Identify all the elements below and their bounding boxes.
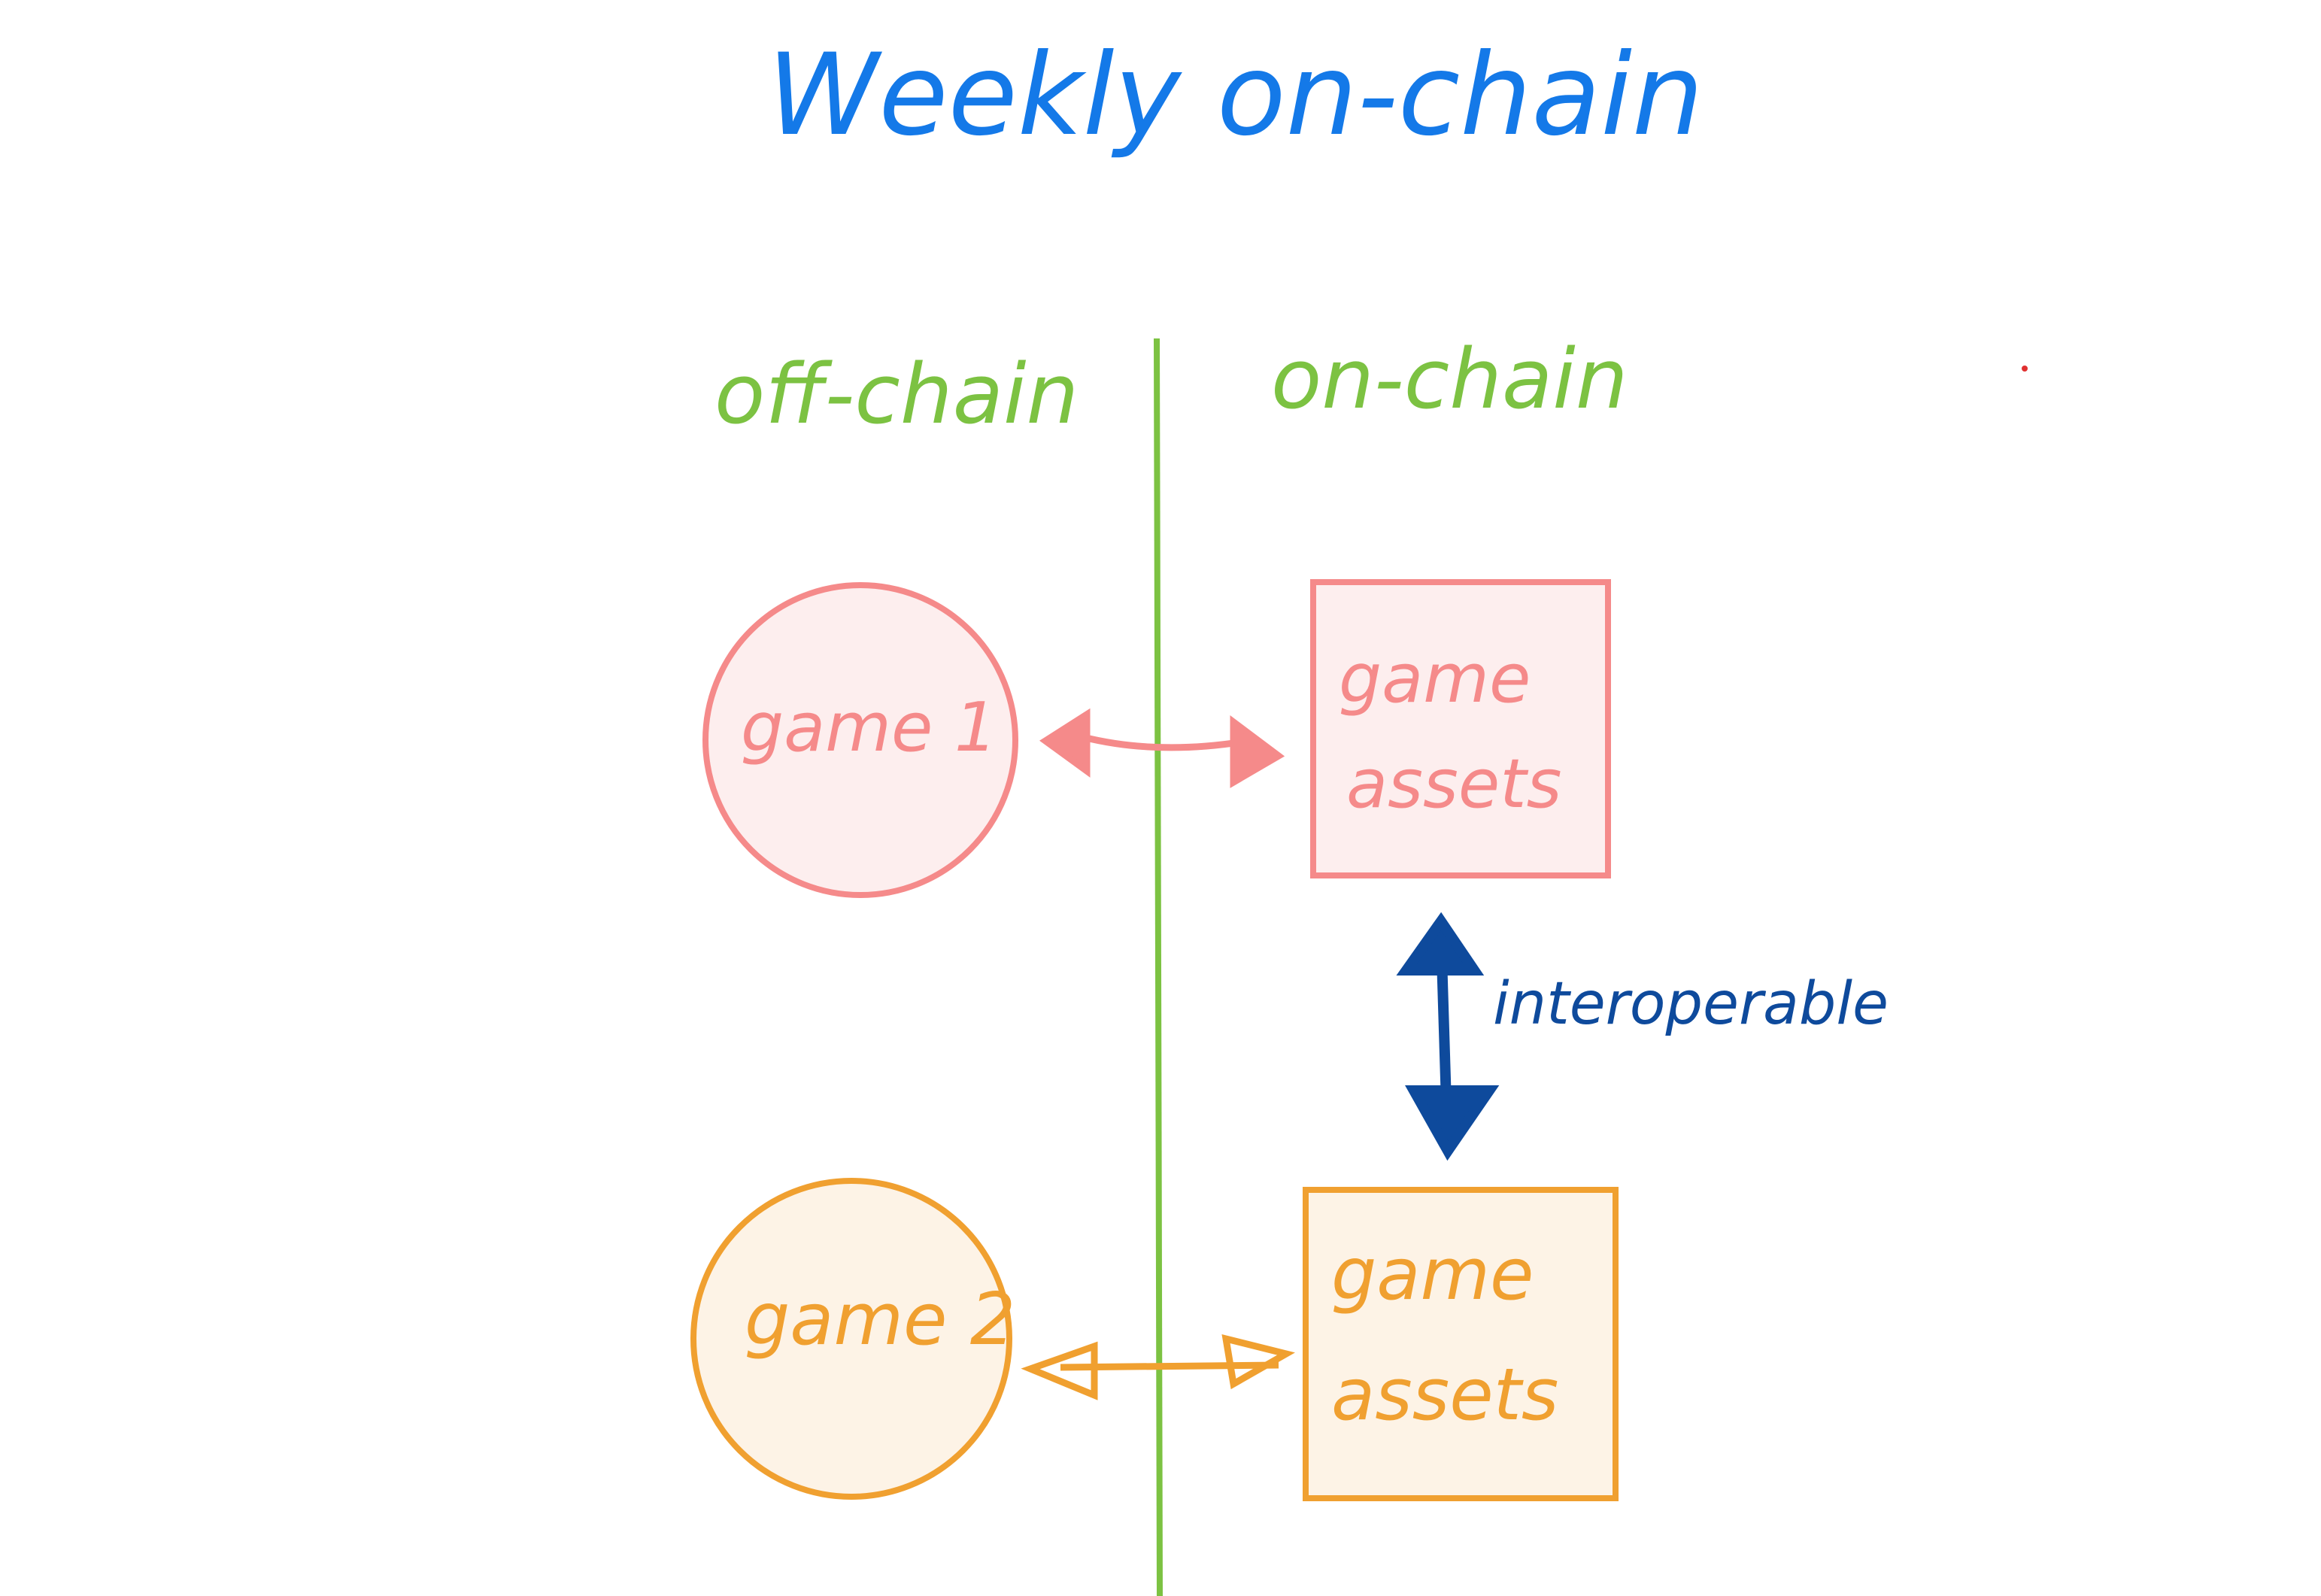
- assets1-box: [1310, 579, 1611, 878]
- game1-circle: [702, 582, 1018, 898]
- game1-label: game 1: [741, 688, 998, 767]
- assets1-label-line2: assets: [1346, 745, 1562, 824]
- interoperable-arrow: [1396, 912, 1500, 1161]
- assets2-label-line1: game: [1331, 1233, 1534, 1316]
- arrow-game2-assets2: [1021, 1334, 1295, 1400]
- arrow-game1-assets1: [1039, 708, 1285, 788]
- assets2-box: [1303, 1187, 1619, 1501]
- diagram-title: Weekly on-chain: [767, 30, 1704, 161]
- game2-label: game 2: [745, 1279, 1016, 1361]
- interoperable-label: interoperable: [1493, 970, 1889, 1038]
- divider-line: [1154, 338, 1163, 1596]
- assets2-label-line2: assets: [1331, 1354, 1559, 1437]
- assets1-label-line1: game: [1339, 639, 1531, 718]
- column-label-off-chain: off-chain: [715, 346, 1079, 442]
- column-label-on-chain: on-chain: [1271, 331, 1628, 427]
- stray-dot: [2022, 366, 2028, 372]
- game2-circle: [690, 1178, 1012, 1500]
